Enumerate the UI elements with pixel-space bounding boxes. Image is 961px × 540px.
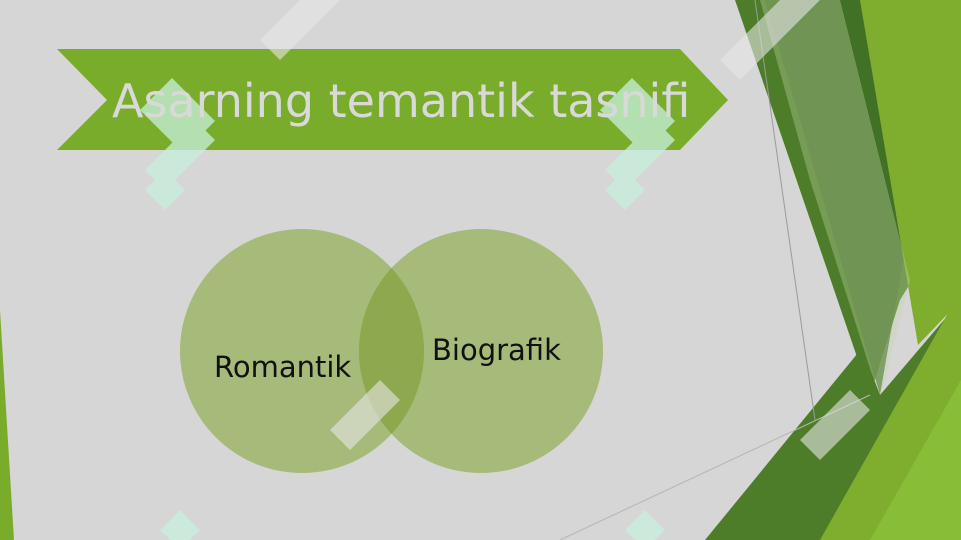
right-accent-pale — [760, 0, 910, 400]
title-banner — [57, 49, 728, 150]
left-accent-shape — [0, 310, 14, 540]
right-accent-mid — [765, 0, 905, 395]
right-bottom-bright — [870, 380, 961, 540]
slide-title: Asarning temantik tasnifi — [112, 74, 691, 128]
right-accent-light — [860, 0, 961, 345]
venn-circle-right — [359, 229, 603, 473]
venn-label-biografik: Biografik — [432, 333, 561, 367]
venn-label-romantik: Romantik — [214, 350, 352, 384]
